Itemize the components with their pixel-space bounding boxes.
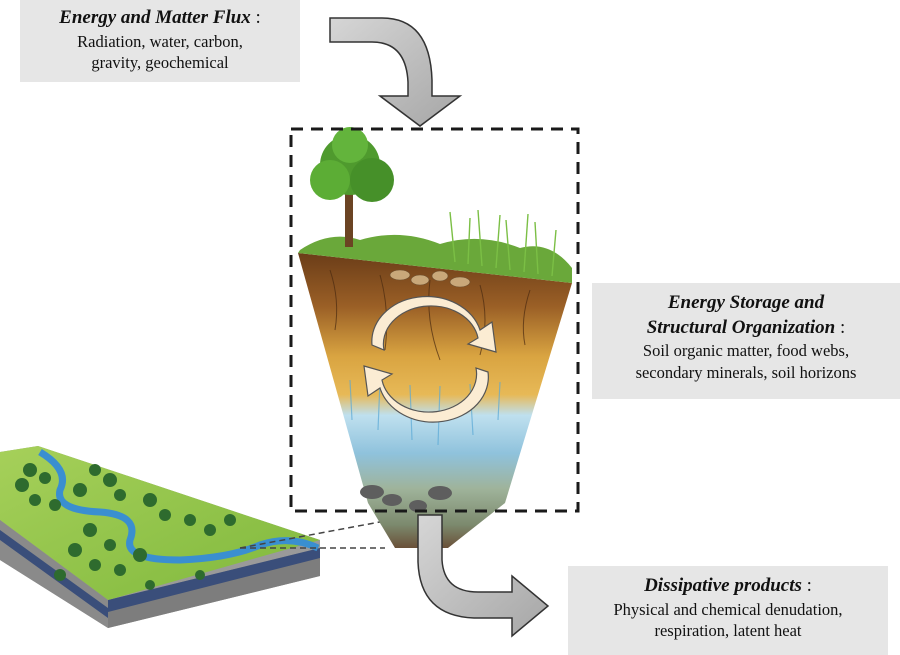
vegetation (298, 127, 572, 288)
energy-matter-flux-label: Energy and Matter Flux : Radiation, wate… (20, 0, 300, 82)
output-line-2: respiration, latent heat (654, 621, 802, 641)
input-title: Energy and Matter Flux : (59, 7, 261, 28)
storage-line-1: Soil organic matter, food webs, (642, 341, 850, 361)
cycle-arrows-icon (363, 295, 497, 423)
storage-line-2: secondary minerals, soil horizons (635, 362, 857, 382)
zoom-connector-lines (239, 520, 386, 549)
tree-icon (310, 127, 394, 247)
output-title: Dissipative products : (644, 575, 812, 596)
soil-profile (298, 253, 572, 548)
energy-storage-label: Energy Storage and Structural Organizati… (592, 283, 900, 399)
storage-title-line-2: Structural Organization : (646, 316, 846, 338)
input-line-2: gravity, geochemical (91, 53, 229, 73)
output-line-1: Physical and chemical denudation, (613, 599, 843, 619)
input-flux-arrow (329, 17, 463, 127)
output-flux-arrow (417, 514, 550, 638)
input-line-1: Radiation, water, carbon, (77, 31, 243, 51)
storage-title-line-1: Energy Storage and (667, 292, 825, 313)
dissipative-products-label: Dissipative products : Physical and chem… (568, 566, 888, 655)
system-boundary (289, 127, 580, 513)
landscape-block (0, 446, 320, 628)
